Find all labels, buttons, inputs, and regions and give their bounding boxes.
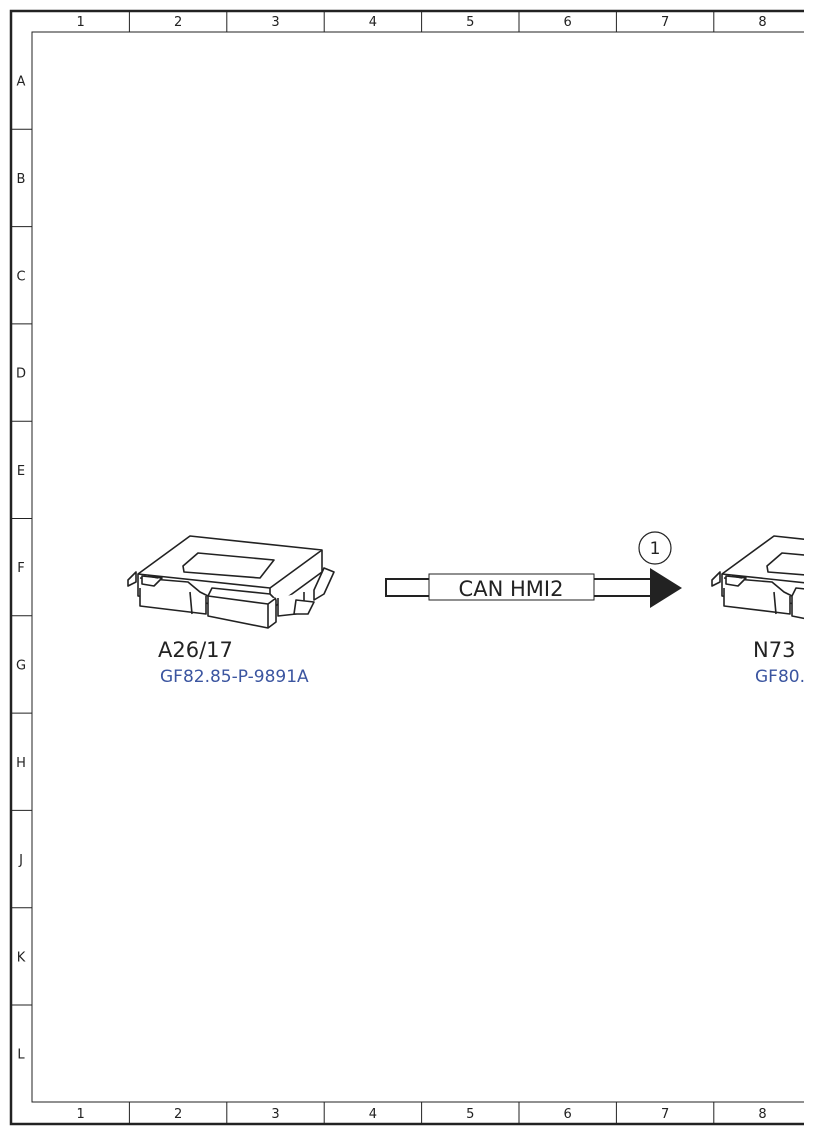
bus-label: CAN HMI2	[459, 577, 564, 601]
row-label: E	[17, 464, 25, 479]
column-label-top: 5	[466, 15, 474, 30]
component-a26-17[interactable]: A26/17 GF82.85-P-9891A	[127, 535, 335, 687]
row-label: G	[16, 658, 26, 673]
column-label-top: 4	[369, 15, 377, 30]
bus-label-box	[428, 573, 595, 601]
row-label: C	[16, 269, 25, 284]
column-label-top: 6	[564, 15, 572, 30]
column-label-bottom: 2	[174, 1107, 182, 1122]
column-ticks-top: 1 2 3 4 5 6 7 8	[77, 11, 767, 32]
row-label: A	[17, 75, 26, 90]
row-label: L	[17, 1048, 25, 1063]
column-label-bottom: 4	[369, 1107, 377, 1122]
column-label-top: 3	[271, 15, 279, 30]
control-unit-icon	[127, 535, 335, 629]
column-label-top: 8	[758, 15, 766, 30]
inner-border	[31, 31, 813, 1103]
component-label: N73	[753, 638, 795, 662]
column-label-bottom: 1	[77, 1107, 85, 1122]
diagram-frame: 1 2 3 4 5 6 7 8 1 2 3 4 5 6 7 8 A B C D E F G H J K L	[9, 9, 813, 1126]
column-ticks-bottom: 1 2 3 4 5 6 7 8	[77, 1102, 767, 1124]
row-label: K	[17, 950, 26, 965]
row-label: H	[16, 756, 26, 771]
arrow-head-icon	[650, 568, 682, 608]
column-label-bottom: 6	[564, 1107, 572, 1122]
row-label: F	[17, 561, 24, 576]
outer-border	[9, 9, 813, 1126]
row-ticks: A B C D E F G H J K L	[11, 75, 32, 1063]
column-label-bottom: 7	[661, 1107, 669, 1122]
column-label-top: 1	[77, 15, 85, 30]
column-label-bottom: 8	[758, 1107, 766, 1122]
bus-line-inner	[389, 582, 429, 593]
column-label-top: 2	[174, 15, 182, 30]
can-bus-connection[interactable]: CAN HMI2 1	[385, 531, 682, 608]
column-label-bottom: 5	[466, 1107, 474, 1122]
control-unit-icon	[711, 535, 813, 622]
column-label-top: 7	[661, 15, 669, 30]
column-label-bottom: 3	[271, 1107, 279, 1122]
component-label: A26/17	[158, 638, 233, 662]
row-label: B	[17, 172, 26, 187]
component-ref-link[interactable]: GF80.	[755, 667, 805, 687]
right-crop	[804, 0, 813, 1134]
component-n73[interactable]: N73 GF80.	[711, 535, 813, 687]
connection-badge[interactable]	[638, 531, 672, 565]
row-label: D	[16, 367, 26, 382]
component-ref-link[interactable]: GF82.85-P-9891A	[160, 667, 309, 687]
row-label: J	[18, 853, 23, 868]
connection-badge-number: 1	[650, 539, 661, 559]
